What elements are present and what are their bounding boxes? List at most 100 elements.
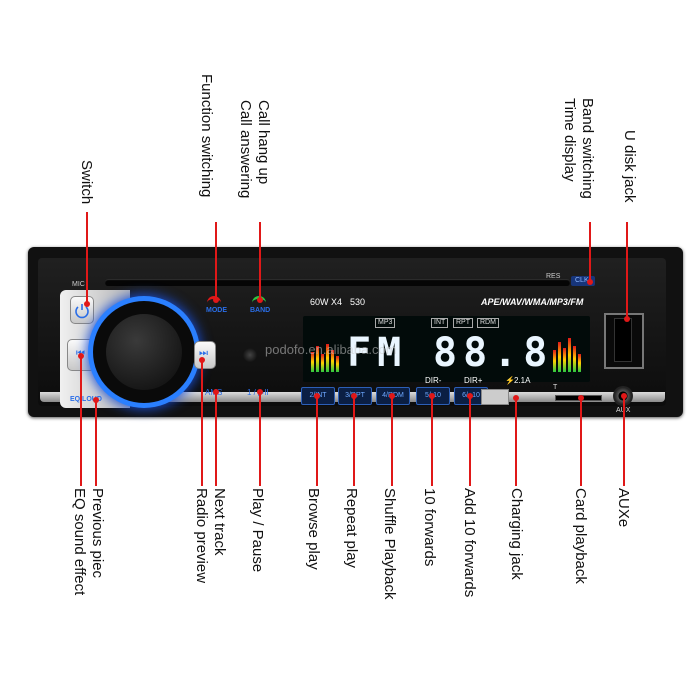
label-switch: Switch xyxy=(78,160,95,205)
usb-rating: 2.1A xyxy=(514,376,531,385)
label-band-switching: Band switching xyxy=(579,98,596,199)
callout-dot xyxy=(467,393,473,399)
label-call-answering: Call answering xyxy=(237,100,254,199)
callout-line xyxy=(431,396,433,486)
callout-dot xyxy=(429,393,435,399)
usb-charging-port[interactable] xyxy=(481,389,509,405)
label-ten-forwards: 10 forwards xyxy=(421,488,438,567)
power-button[interactable] xyxy=(70,296,94,324)
eq-bar xyxy=(558,342,561,372)
callout-dot xyxy=(314,393,320,399)
callout-dot xyxy=(93,397,99,403)
display-band-text: FM xyxy=(347,330,408,376)
label-call-group: Call answering Call hang up xyxy=(236,100,272,198)
t-label: T xyxy=(553,384,558,391)
callout-line xyxy=(316,396,318,486)
label-eq-prev-group: EQ sound effect Previous piec xyxy=(70,488,106,595)
eq-bar xyxy=(316,346,319,372)
eq-bar xyxy=(578,354,581,372)
band-button[interactable]: BAND xyxy=(250,307,271,314)
next-icon: ⏭ xyxy=(199,348,208,359)
ir-sensor xyxy=(243,348,257,362)
label-eq-sound-effect: EQ sound effect xyxy=(71,488,88,596)
mode-button[interactable]: MODE xyxy=(206,307,227,314)
callout-line xyxy=(515,398,517,486)
label-u-disk-jack: U disk jack xyxy=(621,130,638,203)
callout-dot xyxy=(351,393,357,399)
label-repeat-play: Repeat play xyxy=(343,488,360,569)
label-shuffle-playback: Shuffle Playback xyxy=(381,488,398,600)
label-add-ten-forwards: Add 10 forwards xyxy=(461,488,478,598)
callout-line xyxy=(391,396,393,486)
label-time-band-group: Time display Band switching xyxy=(560,98,596,199)
label-radio-next-group: Radio preview Next track xyxy=(192,488,228,583)
label-radio-preview: Radio preview xyxy=(193,488,210,584)
callout-dot xyxy=(257,297,263,303)
callout-line xyxy=(259,222,261,300)
eq-bar xyxy=(311,352,314,372)
callout-line xyxy=(626,222,628,320)
eq-loud-button[interactable]: EQ/LOUD xyxy=(70,396,102,403)
volume-knob[interactable] xyxy=(106,314,182,390)
callout-line xyxy=(201,360,203,486)
callout-dot xyxy=(78,353,84,359)
callout-dot xyxy=(621,393,627,399)
eq-bar xyxy=(568,338,571,372)
eq-bar xyxy=(553,350,556,372)
label-call-hang-up: Call hang up xyxy=(255,100,272,185)
eq-bar xyxy=(573,346,576,372)
clk-button[interactable]: CLK xyxy=(571,276,595,286)
power-rating: 60W X4 xyxy=(310,297,343,307)
callout-line xyxy=(259,392,261,486)
label-next-track: Next track xyxy=(211,488,228,556)
formats-label: APE/WAV/WMA/MP3/FM xyxy=(481,297,584,307)
callout-dot xyxy=(513,395,519,401)
power-icon xyxy=(75,304,89,319)
label-time-display: Time display xyxy=(561,98,578,182)
cd-slot xyxy=(105,279,570,286)
label-play-pause: Play / Pause xyxy=(249,488,266,573)
lcd-display: MP3 INT RPT RDM FM 88.8 xyxy=(303,316,590,382)
display-digits: 88.8 xyxy=(433,330,554,376)
tag-rpt: RPT xyxy=(453,318,473,328)
dir-minus-label: DIR- xyxy=(425,376,442,385)
eq-bar xyxy=(326,344,329,372)
eq-bar xyxy=(321,354,324,372)
label-auxe: AUXe xyxy=(615,488,632,528)
callout-line xyxy=(580,398,582,486)
res-label: RES xyxy=(546,273,561,280)
label-charging-jack: Charging jack xyxy=(508,488,525,580)
callout-dot xyxy=(213,389,219,395)
callout-dot xyxy=(578,395,584,401)
callout-line xyxy=(589,222,591,282)
eq-bar xyxy=(336,356,339,372)
mic-label: MIC xyxy=(72,281,85,288)
tag-int: INT xyxy=(431,318,449,328)
callout-dot xyxy=(624,316,630,322)
callout-line xyxy=(623,396,625,486)
next-button[interactable]: ⏭ xyxy=(194,341,216,369)
lightning-icon: ⚡ xyxy=(505,376,515,385)
model-number: 530 xyxy=(350,297,366,307)
callout-line xyxy=(469,396,471,486)
callout-dot xyxy=(213,297,219,303)
callout-dot xyxy=(587,279,593,285)
label-card-playback: Card playback xyxy=(572,488,589,584)
callout-line xyxy=(215,222,217,300)
watermark: podofo.en.alibaba.com xyxy=(265,342,397,357)
callout-line xyxy=(215,392,217,486)
u-disk-port-inner xyxy=(614,318,632,362)
tag-mp3: MP3 xyxy=(375,318,396,328)
callout-dot xyxy=(257,389,263,395)
callout-line xyxy=(86,212,88,304)
label-browse-play: Browse play xyxy=(305,488,322,570)
callout-dot xyxy=(389,393,395,399)
callout-dot xyxy=(84,301,90,307)
dir-plus-label: DIR+ xyxy=(464,376,483,385)
callout-dot xyxy=(199,357,205,363)
callout-line xyxy=(80,356,82,486)
label-function-switching: Function switching xyxy=(198,74,215,198)
eq-bar xyxy=(563,348,566,372)
callout-line xyxy=(95,400,97,486)
callout-line xyxy=(353,396,355,486)
